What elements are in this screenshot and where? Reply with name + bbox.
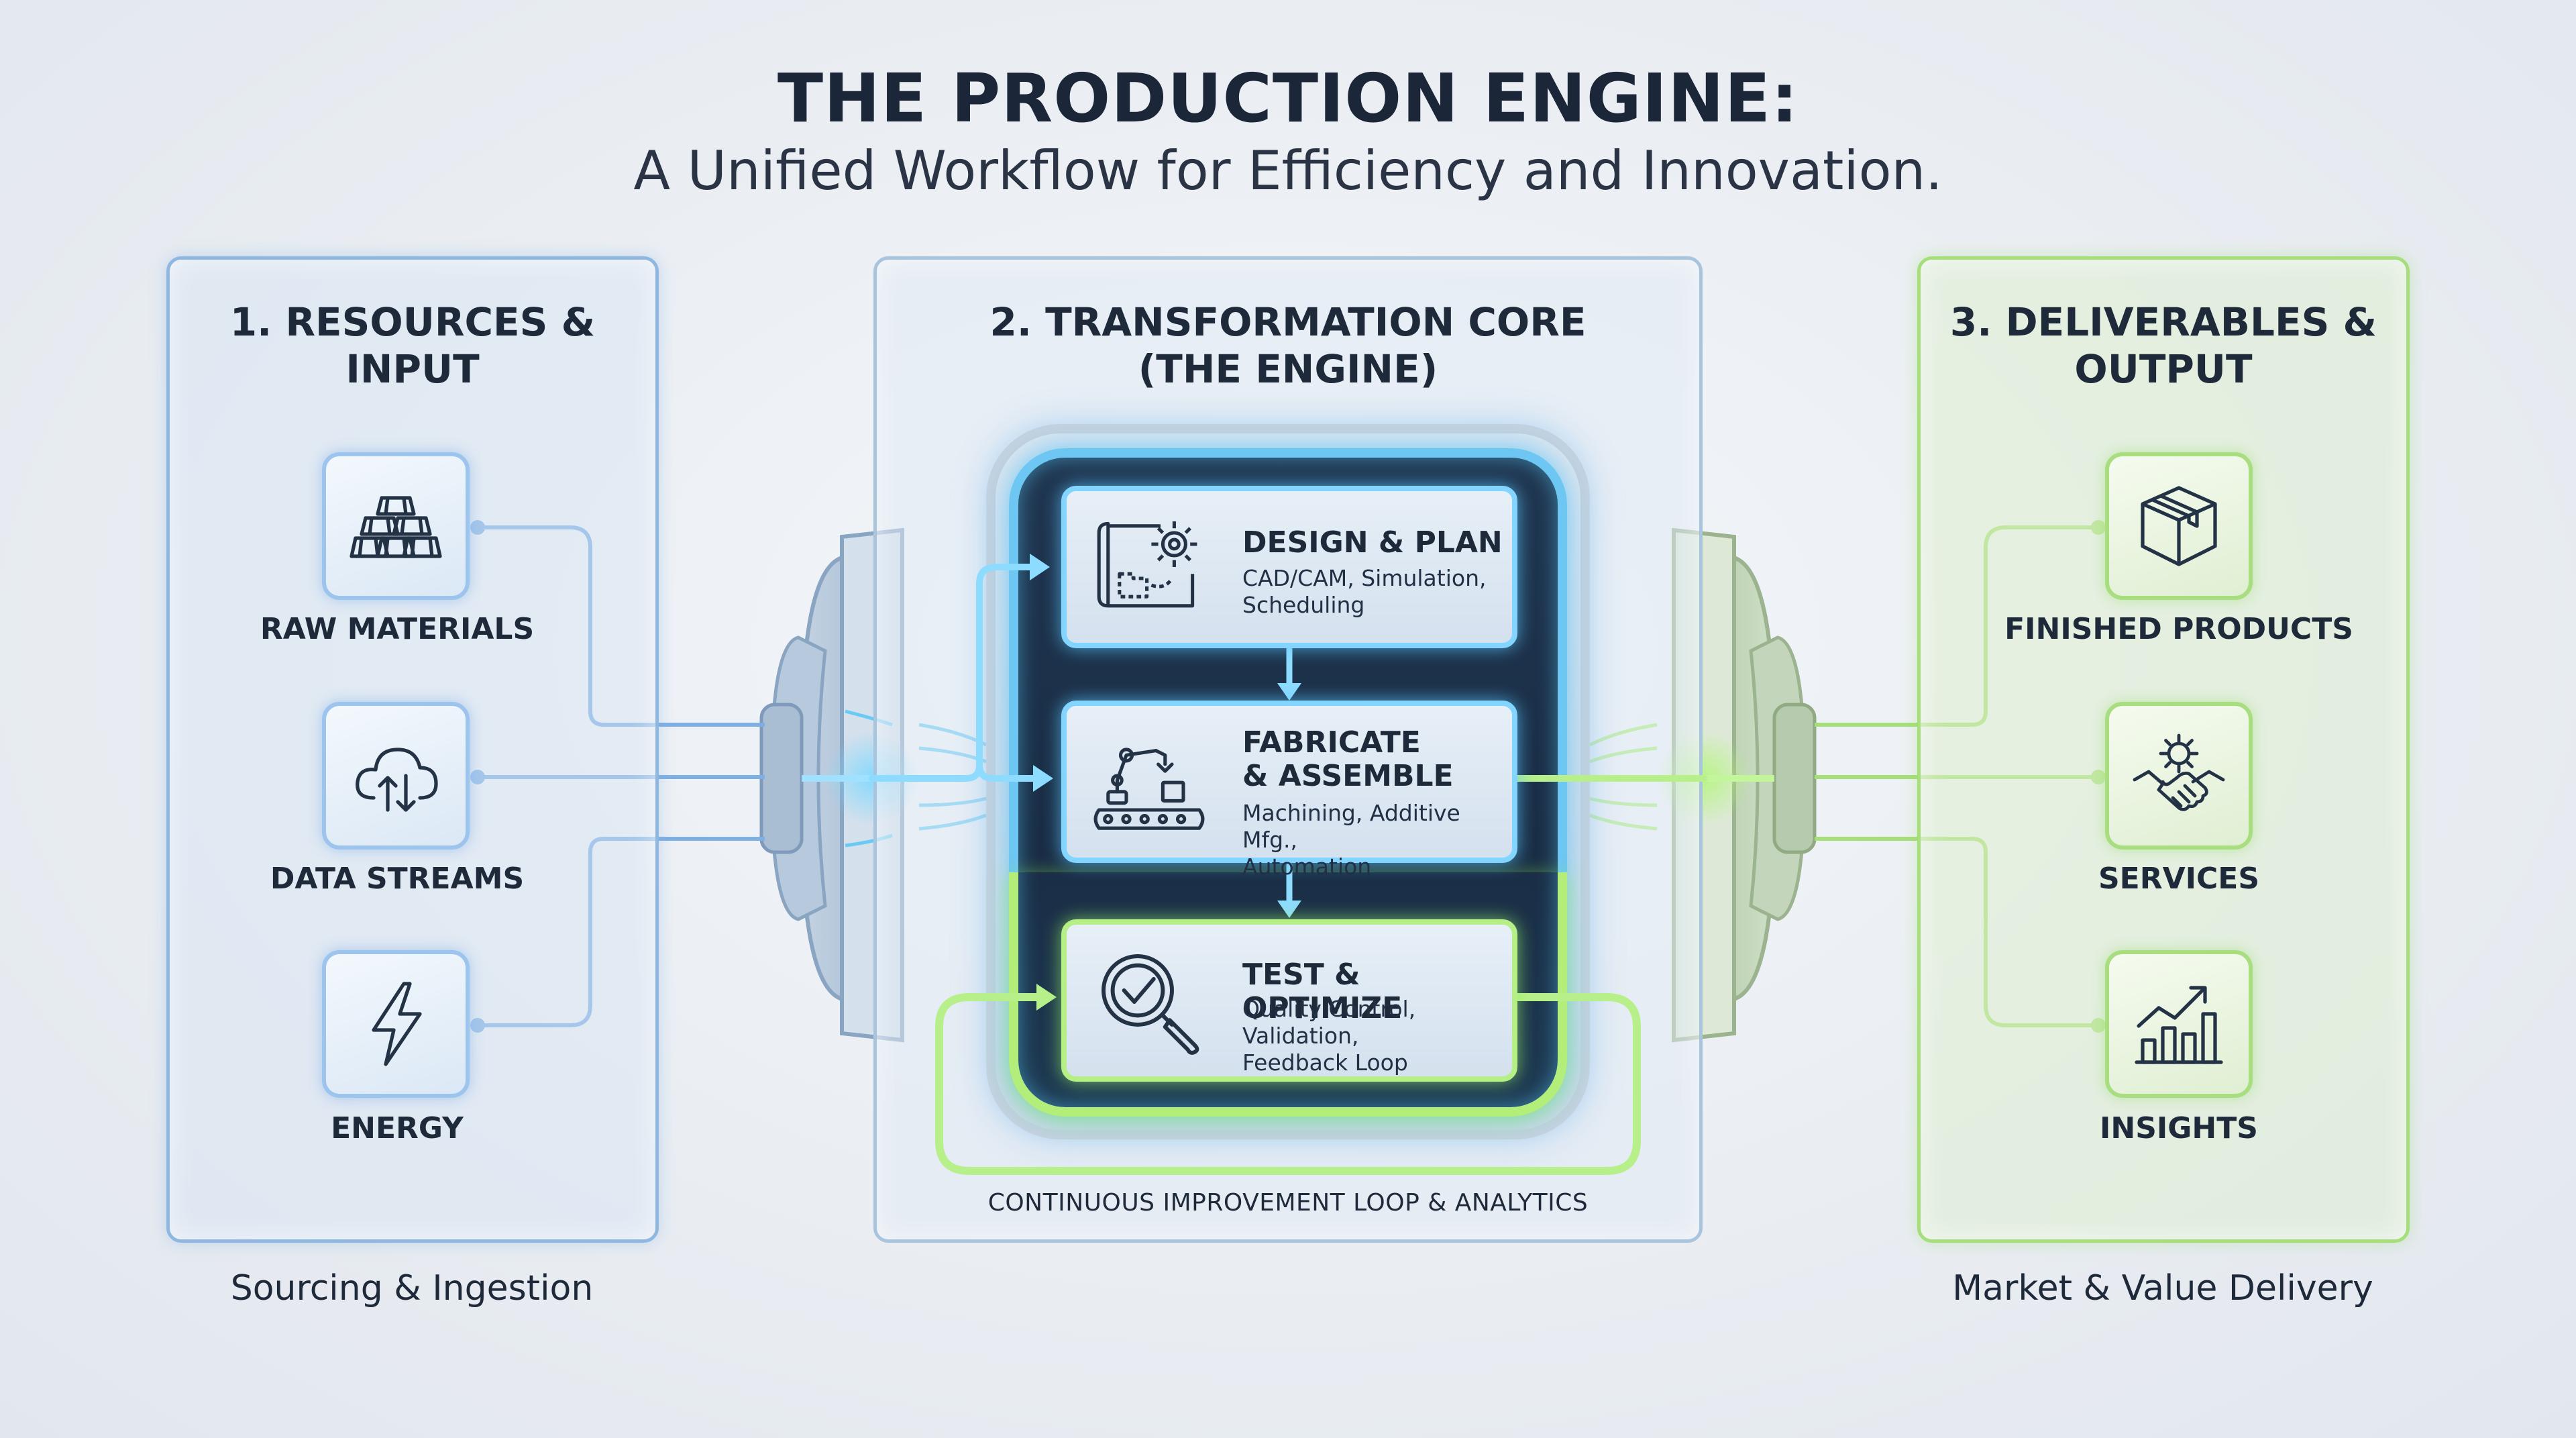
services-label: SERVICES	[2098, 862, 2260, 896]
page-title: THE PRODUCTION ENGINE:	[777, 59, 1799, 138]
magnifier-check-icon	[1102, 954, 1199, 1055]
step-fabricate-assemble-desc: Machining, Additive Mfg., Automation	[1242, 800, 1460, 880]
robot-arm-icon	[1093, 748, 1205, 830]
data-streams-label: DATA STREAMS	[270, 862, 525, 896]
bar-chart-arrow-icon	[2135, 986, 2223, 1064]
services-tile[interactable]	[2105, 702, 2253, 850]
insights-label: INSIGHTS	[2100, 1111, 2258, 1145]
resources-panel-title: 1. RESOURCES & INPUT	[229, 299, 596, 392]
step-design-plan-desc: CAD/CAM, Simulation, Scheduling	[1242, 565, 1487, 618]
step-design-plan-title: DESIGN & PLAN	[1242, 525, 1503, 560]
insights-tile[interactable]	[2105, 950, 2253, 1098]
cloud-sync-icon	[356, 748, 438, 812]
step-test-optimize-desc: Quality Control, Validation, Feedback Lo…	[1242, 996, 1416, 1076]
step-test-optimize-title: TEST & OPTIMIZE	[1242, 958, 1403, 1025]
step-fabricate-assemble[interactable]: FABRICATE & ASSEMBLE Machining, Additive…	[1061, 701, 1517, 880]
step-fabricate-assemble-title: FABRICATE & ASSEMBLE	[1242, 725, 1454, 793]
raw-materials-label: RAW MATERIALS	[260, 612, 535, 646]
step-design-plan[interactable]: DESIGN & PLAN CAD/CAM, Simulation, Sched…	[1061, 486, 1517, 648]
deliverables-footer: Market & Value Delivery	[1952, 1268, 2373, 1308]
core-panel-title: 2. TRANSFORMATION CORE (THE ENGINE)	[989, 299, 1587, 392]
blueprint-gear-icon	[1097, 521, 1197, 608]
lightning-icon	[372, 982, 422, 1066]
energy-label: ENERGY	[331, 1111, 464, 1145]
gold-bars-icon	[350, 496, 442, 558]
input-connectors	[478, 525, 872, 1027]
raw-materials-tile[interactable]	[322, 452, 470, 600]
data-streams-tile[interactable]	[322, 702, 470, 850]
energy-tile[interactable]	[322, 950, 470, 1098]
loop-label: CONTINUOUS IMPROVEMENT LOOP & ANALYTICS	[987, 1189, 1589, 1217]
finished-products-tile[interactable]	[2105, 452, 2253, 600]
box-icon	[2141, 486, 2217, 566]
step-test-optimize[interactable]: TEST & OPTIMIZE Quality Control, Validat…	[1061, 919, 1517, 1082]
finished-products-label: FINISHED PRODUCTS	[2004, 612, 2353, 646]
handshake-gear-icon	[2133, 733, 2225, 811]
resources-footer: Sourcing & Ingestion	[230, 1268, 594, 1308]
deliverables-panel-title: 3. DELIVERABLES & OUTPUT	[1949, 299, 2377, 392]
page-subtitle: A Unified Workflow for Efficiency and In…	[633, 140, 1943, 202]
